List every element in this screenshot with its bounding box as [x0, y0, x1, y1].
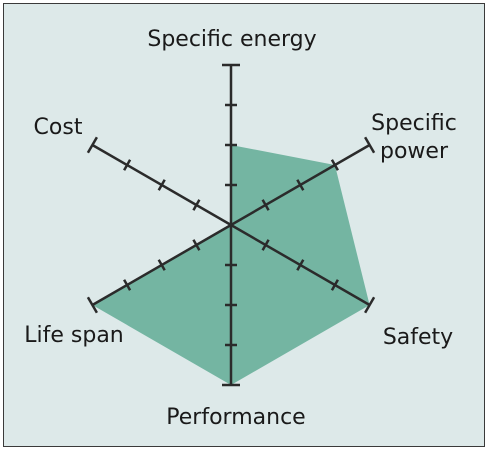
tick-cost-4 — [86, 136, 98, 154]
label-line: Specific energy — [147, 27, 316, 52]
tick-specific-power-4 — [364, 136, 376, 154]
label-performance: Performance — [166, 405, 305, 430]
label-line: Cost — [34, 115, 83, 140]
tick-safety-2 — [296, 259, 305, 271]
tick-life-span-4 — [86, 296, 98, 314]
tick-life-span-2 — [157, 259, 166, 271]
tick-safety-3 — [330, 279, 339, 291]
tick-safety-4 — [364, 296, 376, 314]
tick-life-span-3 — [123, 279, 132, 291]
tick-safety-1 — [261, 239, 270, 251]
tick-life-span-1 — [192, 239, 201, 251]
tick-cost-1 — [192, 199, 201, 211]
label-line: Life span — [24, 323, 124, 348]
label-line: Safety — [383, 325, 453, 350]
label-specific-power: Specific power — [371, 111, 457, 164]
tick-cost-3 — [123, 159, 132, 171]
tick-cost-2 — [157, 179, 166, 191]
label-line: Specific — [371, 111, 457, 136]
tick-specific-power-3 — [330, 159, 339, 171]
tick-specific-power-2 — [296, 179, 305, 191]
label-line: Performance — [166, 405, 305, 430]
label-safety: Safety — [383, 325, 453, 350]
label-life-span: Life span — [24, 323, 124, 348]
label-cost: Cost — [34, 115, 83, 140]
label-line: power — [380, 139, 449, 164]
tick-specific-power-1 — [261, 199, 270, 211]
label-specific-energy: Specific energy — [147, 27, 316, 52]
